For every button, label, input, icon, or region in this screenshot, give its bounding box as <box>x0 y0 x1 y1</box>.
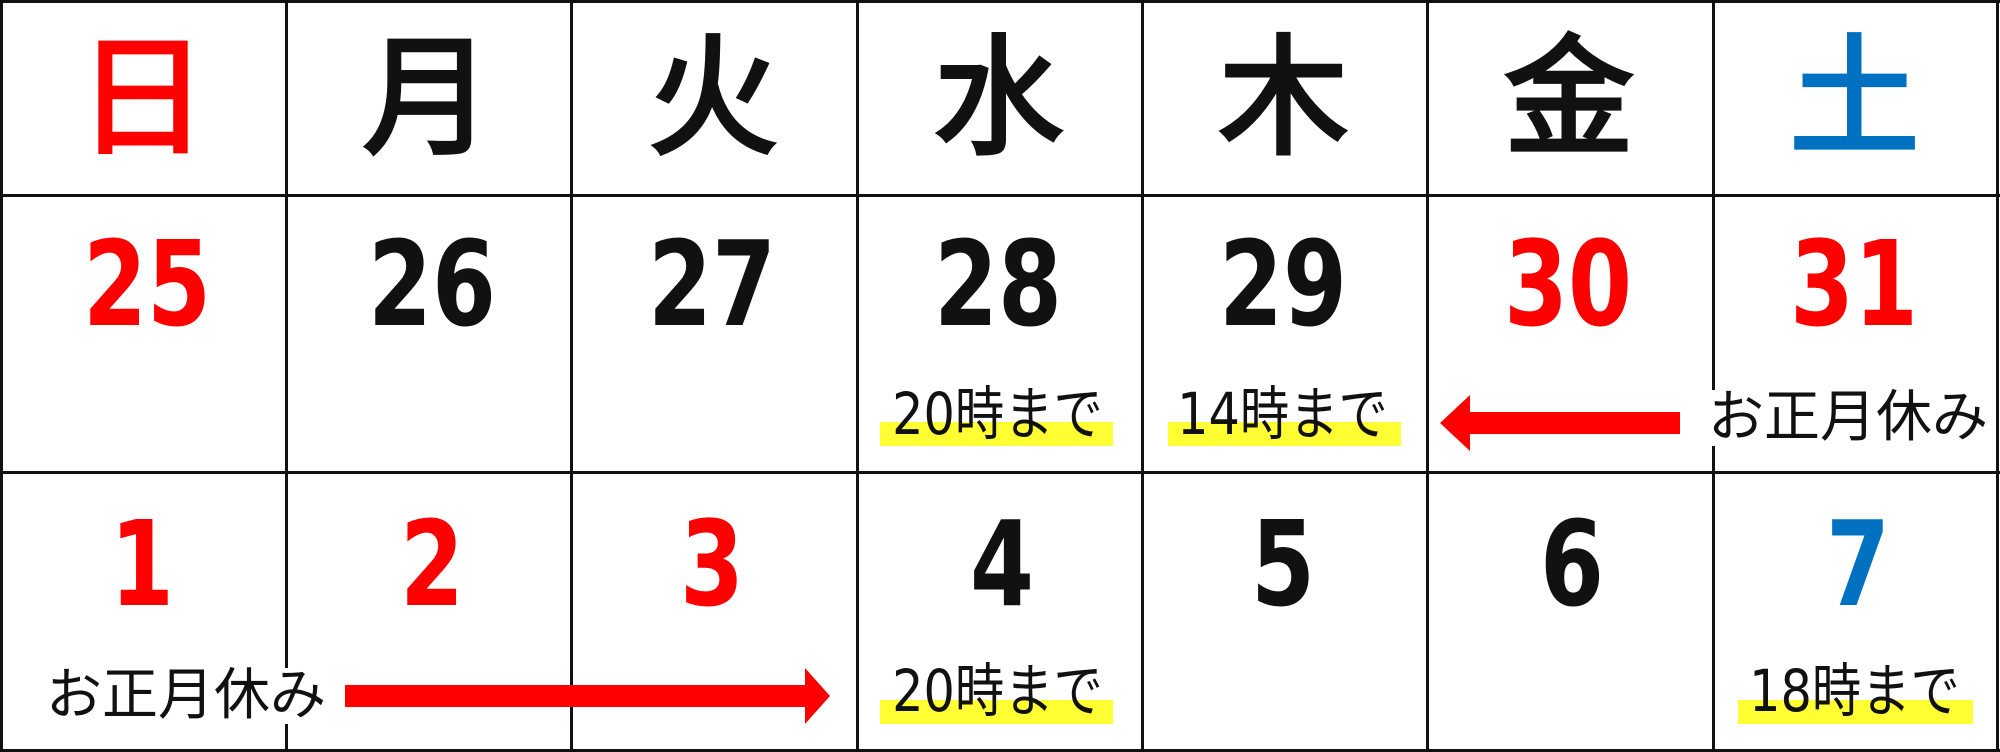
grid-col-divider-6 <box>1712 0 1715 752</box>
day-28: 28 <box>933 215 1063 353</box>
arrow-left-icon <box>1440 395 1680 451</box>
grid-col-divider-2 <box>570 0 573 752</box>
day-25: 25 <box>82 215 212 353</box>
weekday-friday: 金 <box>1503 21 1634 174</box>
weekday-sunday: 日 <box>77 21 208 174</box>
weekday-thursday: 木 <box>1218 21 1349 174</box>
grid-left-border <box>0 0 3 752</box>
grid-col-divider-5 <box>1426 0 1429 752</box>
grid-header-divider <box>0 194 2000 197</box>
day-3: 3 <box>679 495 745 633</box>
day-27: 27 <box>647 215 777 353</box>
weekday-saturday: 土 <box>1789 21 1920 174</box>
highlight-marker <box>1168 422 1401 446</box>
grid-right-border <box>1996 0 1999 752</box>
weekday-wednesday: 水 <box>933 21 1064 174</box>
grid-col-divider-1 <box>285 0 288 752</box>
highlight-marker <box>1738 700 1973 724</box>
grid-col-divider-3 <box>856 0 859 752</box>
hours-note: 20時まで <box>892 657 1103 725</box>
holiday-label: お正月休み <box>1702 390 1994 446</box>
highlight-marker <box>880 422 1113 446</box>
day-26: 26 <box>367 215 497 353</box>
day-7: 7 <box>1825 495 1891 633</box>
day-30: 30 <box>1503 215 1633 353</box>
day-29: 29 <box>1218 215 1348 353</box>
holiday-label: お正月休み <box>40 668 332 724</box>
grid-bottom-border <box>0 749 2000 752</box>
hours-note: 18時まで <box>1749 657 1960 725</box>
day-1: 1 <box>109 495 175 633</box>
weekday-monday: 月 <box>362 21 493 174</box>
grid-week-divider <box>0 471 2000 474</box>
day-31: 31 <box>1789 215 1919 353</box>
highlight-marker <box>880 700 1113 724</box>
day-4: 4 <box>969 495 1035 633</box>
grid-col-divider-4 <box>1141 0 1144 752</box>
hours-note: 20時まで <box>892 380 1103 448</box>
day-2: 2 <box>399 495 465 633</box>
day-5: 5 <box>1250 495 1316 633</box>
hours-note: 14時まで <box>1177 380 1388 448</box>
grid-top-border <box>0 0 2000 3</box>
arrow-right-icon <box>345 668 830 724</box>
weekday-tuesday: 火 <box>647 21 778 174</box>
day-6: 6 <box>1539 495 1605 633</box>
